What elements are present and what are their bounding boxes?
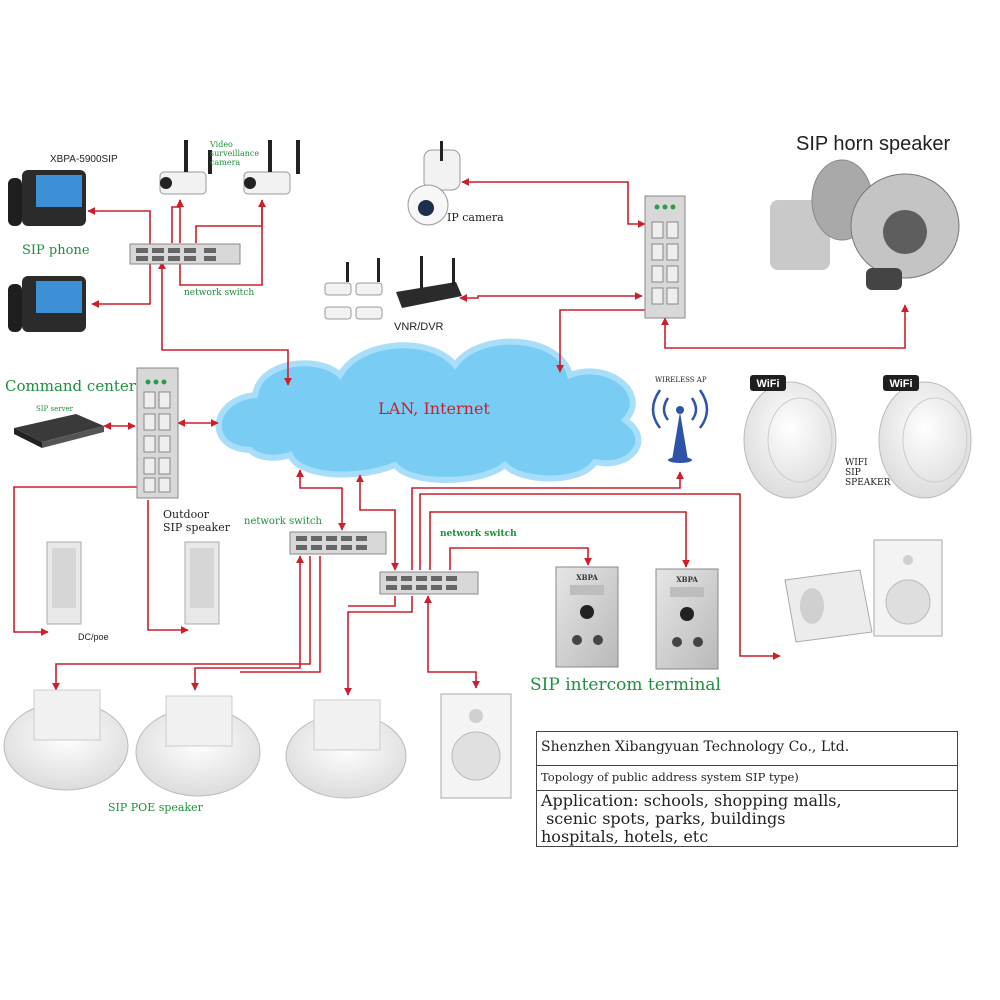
video-surveillance-label: Video surveillance camera	[210, 140, 259, 167]
camera-cluster	[324, 258, 383, 320]
network-switch-mid-label: network switch	[244, 516, 322, 527]
network-switch-command-center	[136, 367, 179, 499]
wifi-sip-speaker-line-3: SPEAKER	[845, 478, 891, 488]
wifi-sip-speaker-label: WIFI SIP SPEAKER	[845, 458, 890, 488]
ip-dome-camera	[407, 141, 461, 226]
outdoor-column-speaker-1	[46, 541, 82, 625]
connections	[13, 178, 909, 696]
network-switch-top-label: network switch	[184, 288, 255, 298]
wifi-ceiling-speaker-1	[743, 381, 837, 499]
wifi-badge-2: WiFi	[883, 375, 919, 391]
outdoor-sip-speaker-line-2: SIP speaker	[163, 521, 230, 534]
wifi-sip-speaker-line-1: WIFI	[845, 458, 868, 468]
wifi-sip-speaker-line-2: SIP	[845, 468, 861, 478]
ceiling-poe-speaker-3	[285, 699, 407, 799]
nvr-dvr-label: VNR/DVR	[394, 321, 444, 333]
application-line-3: hospitals, hotels, etc	[541, 827, 709, 846]
dc-poe-label: DC/poe	[78, 632, 109, 642]
info-row-company: Shenzhen Xibangyuan Technology Co., Ltd.	[537, 732, 957, 766]
desk-phone-top	[8, 170, 86, 226]
sip-server-label: SIP server	[36, 405, 74, 413]
network-switch-mid	[289, 531, 387, 555]
wifi-ceiling-speaker-2	[878, 381, 972, 499]
network-switch-bottom-center	[379, 571, 479, 595]
video-surveillance-line-1: Video	[210, 140, 233, 149]
info-box: Shenzhen Xibangyuan Technology Co., Ltd.…	[536, 731, 958, 847]
network-switch-bold-label: network switch	[440, 529, 517, 539]
outdoor-column-speaker-2	[184, 541, 220, 625]
intercom-brand-1: XBPA	[576, 573, 598, 582]
wifi-badge-1-text: WiFi	[756, 378, 779, 390]
intercom-terminal-1	[555, 566, 619, 668]
video-surveillance-line-3: camera	[210, 158, 241, 167]
intercom-brand-2: XBPA	[676, 575, 698, 584]
bullet-camera-2	[243, 140, 300, 195]
sip-poe-speaker-label: SIP POE speaker	[108, 801, 203, 814]
outdoor-sip-speaker-line-1: Outdoor	[163, 508, 210, 521]
wireless-ap	[651, 389, 709, 463]
application-line-1: Application: schools, shopping malls,	[541, 791, 842, 810]
topology-title: Topology of public address system SIP ty…	[541, 770, 799, 784]
command-center-label: Command center	[5, 377, 136, 395]
ceiling-poe-speaker-2	[135, 695, 261, 797]
wall-speakers-right	[784, 539, 943, 643]
wireless-ap-label: WIRELESS AP	[655, 376, 707, 384]
lan-internet-label: LAN, Internet	[378, 399, 490, 418]
intercom-terminal-2	[655, 568, 719, 670]
outdoor-sip-speaker-label: Outdoor SIP speaker	[163, 508, 230, 534]
wall-speaker-bottom	[440, 693, 512, 799]
application-line-2: scenic spots, parks, buildings	[541, 809, 786, 828]
horn-speakers	[770, 159, 960, 290]
wifi-badge-2-text: WiFi	[889, 378, 912, 390]
info-row-application: Application: schools, shopping malls, sc…	[537, 790, 957, 846]
bullet-camera-1	[159, 140, 212, 195]
sip-intercom-terminal-label: SIP intercom terminal	[530, 675, 721, 695]
network-switch-top-left	[129, 243, 241, 265]
info-row-topology: Topology of public address system SIP ty…	[537, 765, 957, 791]
lan-cloud	[215, 338, 642, 483]
phone-model-label: XBPA-5900SIP	[50, 154, 118, 165]
wifi-badge-1: WiFi	[750, 375, 786, 391]
nvr-dvr-device	[396, 256, 462, 308]
company-name: Shenzhen Xibangyuan Technology Co., Ltd.	[541, 739, 850, 755]
sip-horn-speaker-label: SIP horn speaker	[796, 133, 951, 155]
network-switch-right	[644, 195, 686, 319]
ceiling-poe-speaker-1	[3, 689, 129, 791]
ip-camera-label: IP camera	[447, 211, 504, 224]
desk-phone-bottom	[8, 276, 86, 332]
sip-phone-label: SIP phone	[22, 243, 90, 258]
sip-server	[14, 414, 104, 448]
video-surveillance-line-2: surveillance	[210, 149, 260, 158]
